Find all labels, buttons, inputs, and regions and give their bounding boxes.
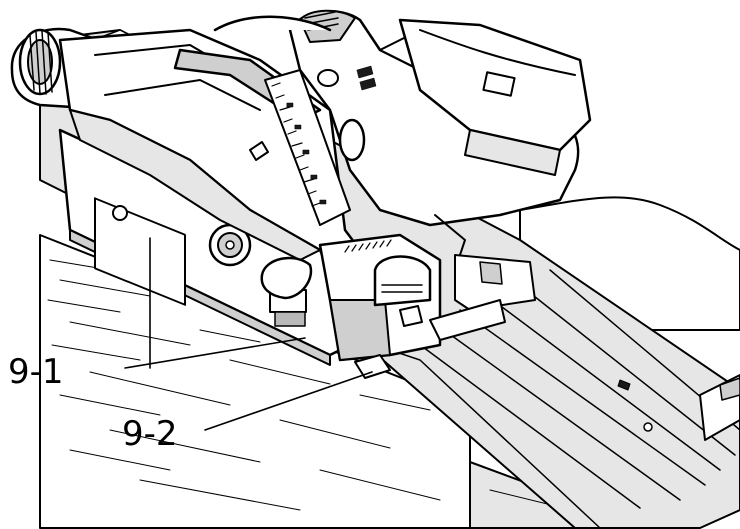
side-knob bbox=[260, 256, 313, 300]
rail-hole bbox=[643, 422, 653, 432]
saw-body bbox=[58, 9, 592, 261]
callout-9-2-line bbox=[204, 371, 373, 431]
label-9-1: 9-1 bbox=[8, 352, 64, 392]
blade-guard bbox=[213, 15, 332, 32]
base-screw bbox=[112, 205, 128, 221]
callout-9-1-to-edge bbox=[124, 337, 306, 369]
saw-base bbox=[58, 117, 362, 366]
callout-lines bbox=[124, 237, 373, 431]
front-assembly bbox=[260, 214, 536, 379]
angle-scale bbox=[264, 69, 351, 226]
label-9-2: 9-2 bbox=[122, 414, 178, 454]
rail-shoe bbox=[354, 354, 391, 379]
rail-logo bbox=[617, 379, 631, 391]
base-window bbox=[94, 197, 186, 306]
brand-logo bbox=[356, 65, 377, 91]
depth-knob bbox=[373, 255, 432, 307]
battery bbox=[398, 18, 592, 176]
